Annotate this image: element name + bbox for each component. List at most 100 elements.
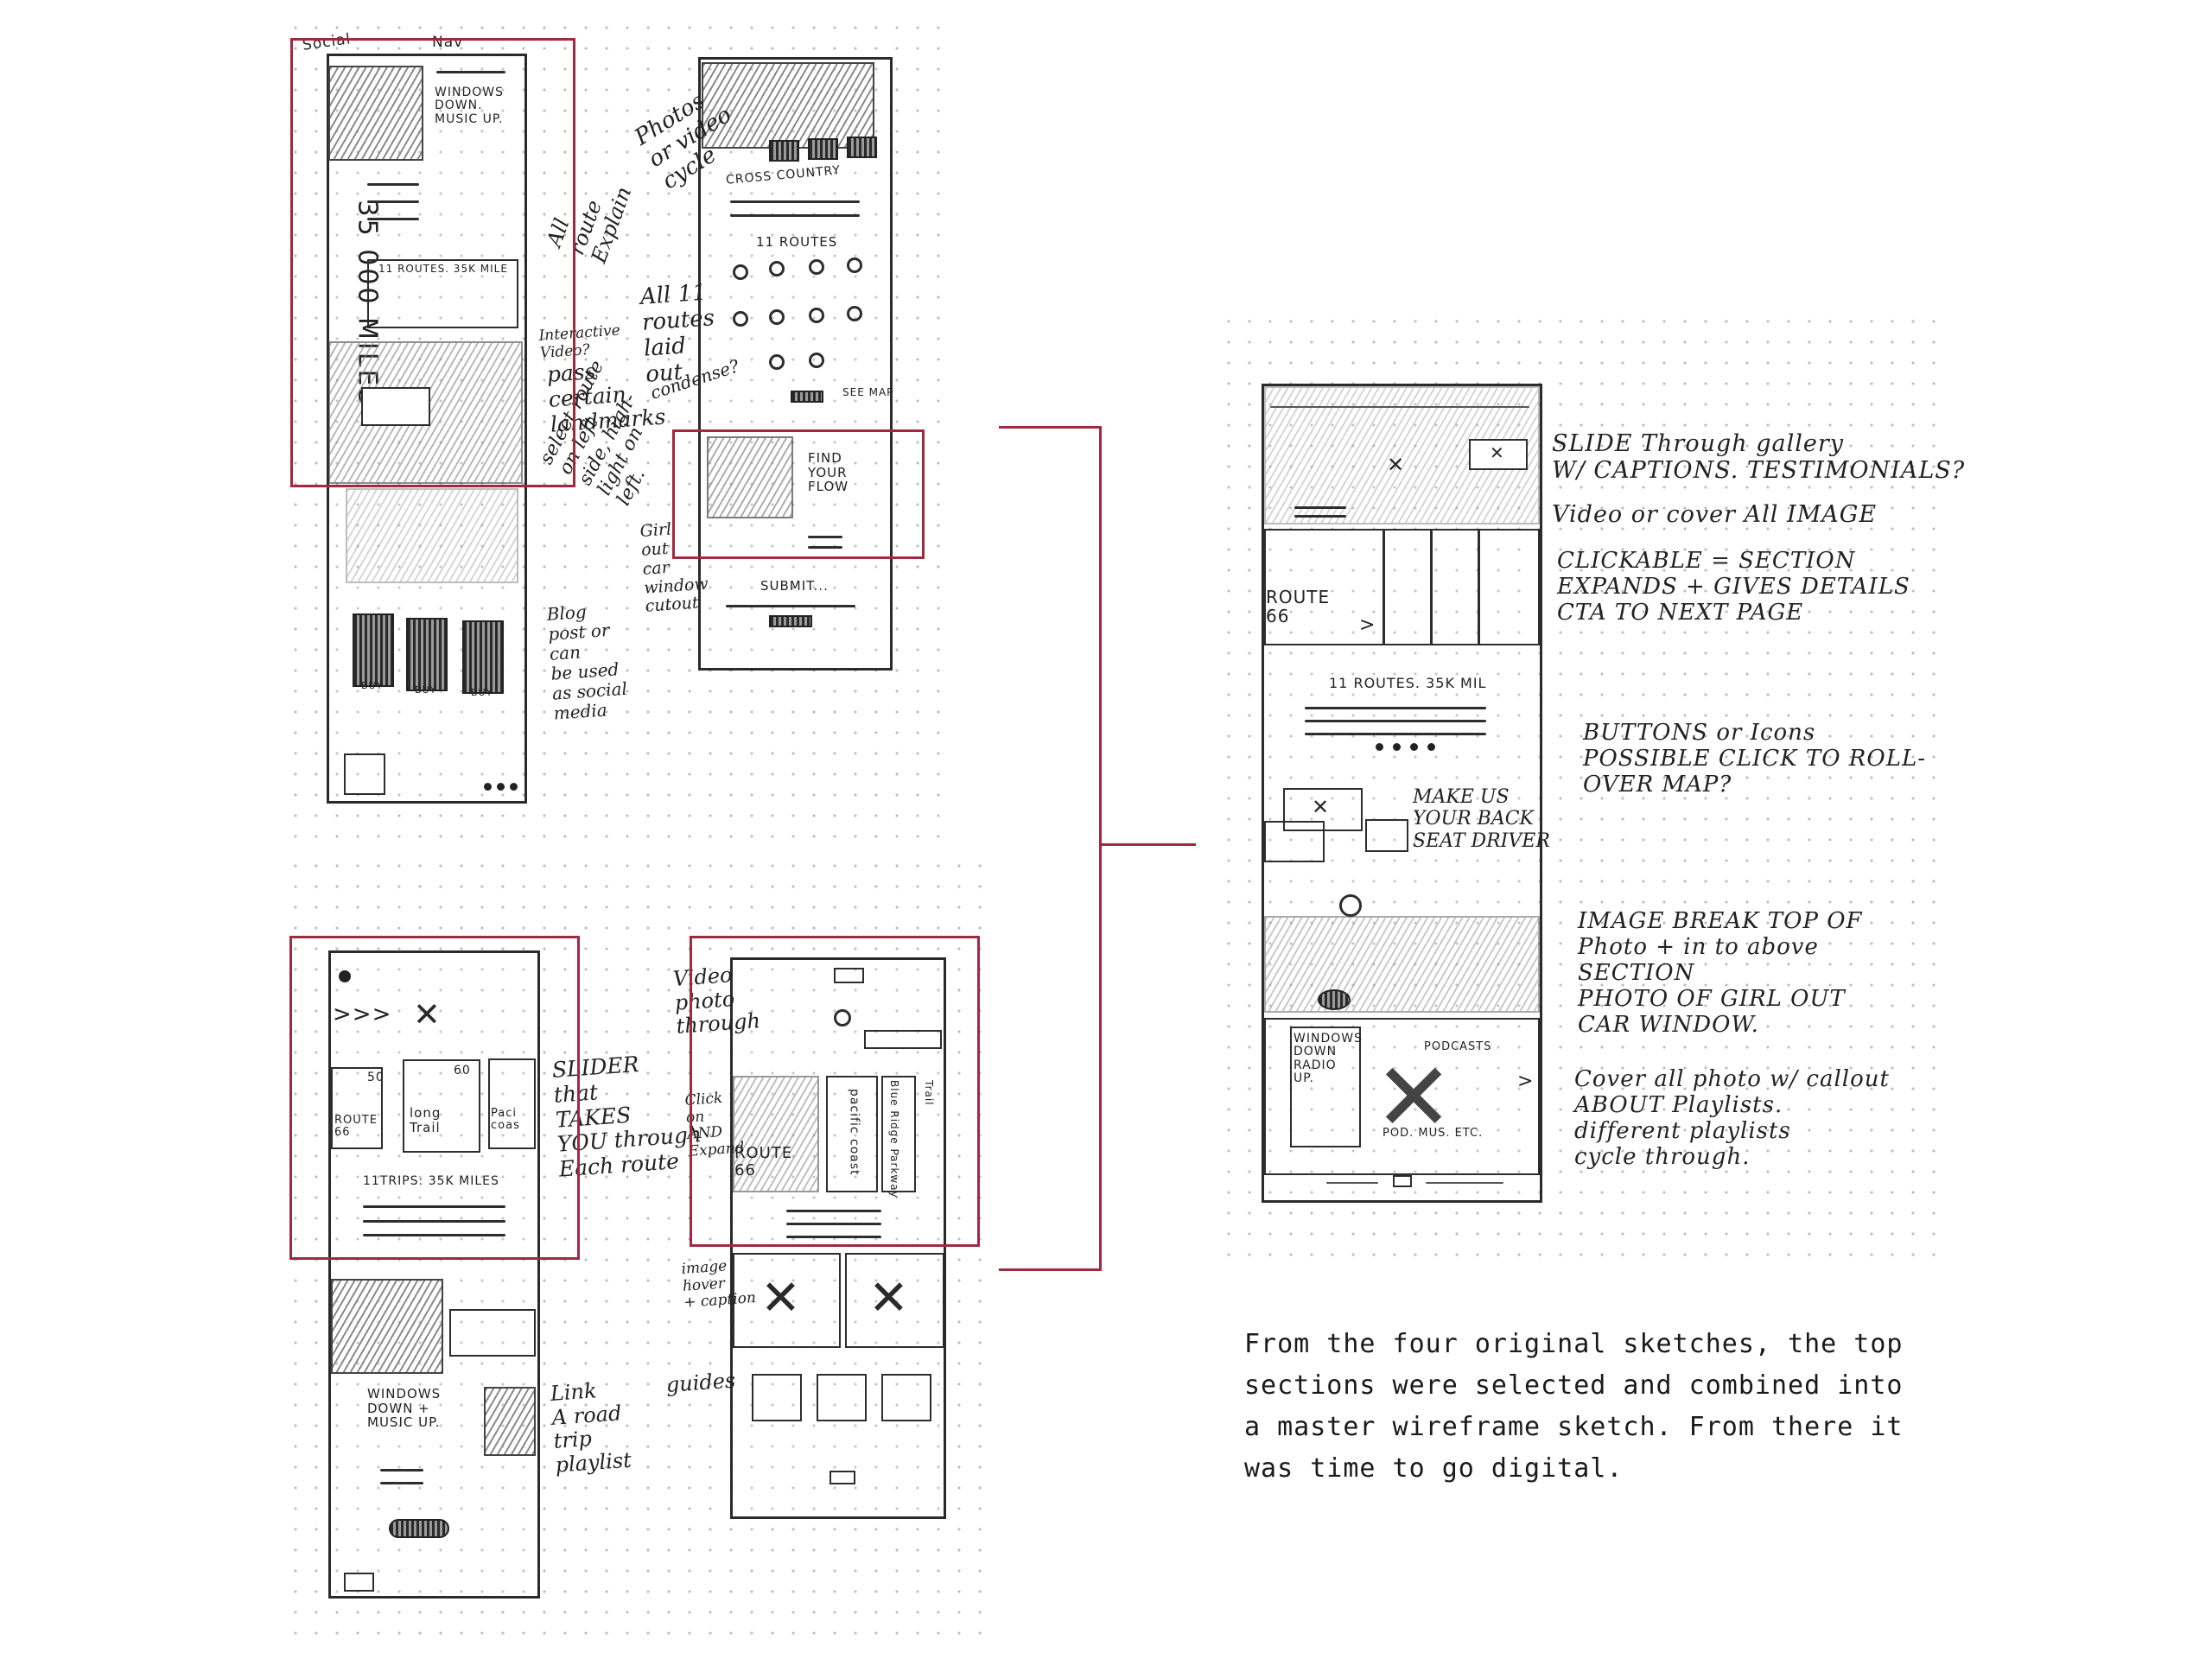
sketch-3-number: 60 [454,1064,471,1077]
master-route-dot [1376,743,1383,751]
sketch-1-footer-dot [510,783,518,791]
sketch-1-van [361,387,430,426]
master-text-line [1305,733,1486,735]
sketch-1-footer-box [344,753,385,795]
master-routes-section [1264,529,1540,645]
note-slide-gallery: SLIDE Through gallery W/ CAPTIONS. TESTI… [1552,430,1966,485]
sketch-3-car [389,1519,449,1538]
sketch-1-text-line [367,183,419,186]
sketch-4-play-icon [834,1009,851,1027]
sketch-1-buy-label: BUY [415,684,437,696]
sketch-3-slider-col [331,1067,383,1149]
sketch-3-col-label: long Trail [410,1105,442,1135]
sketch-3-number: 50 [367,1071,385,1084]
note-video-cover: Video or cover All IMAGE [1552,501,1878,528]
master-podcast-x: ✕ [1374,1042,1454,1153]
note-link-playlist: Link A road trip playlist [549,1378,632,1478]
master-footer-box [1393,1175,1412,1187]
sketch-2-gallery-thumb [808,138,838,160]
sketch-4-blue-panel [881,1076,916,1192]
sketch-3-windows: WINDOWS DOWN + MUSIC UP. [367,1386,442,1430]
sketch-2-text-line [730,214,860,217]
sketch-2-route-circle [769,261,785,276]
sketch-1-routes-box [367,259,518,328]
sketch-1-map-image [328,66,423,161]
sketch-4-route: ROUTE 66 [734,1144,793,1179]
sketch-4-x-icon: ✕ [760,1270,801,1326]
sketch-4-blue-ridge: Blue Ridge Parkway [888,1080,901,1198]
sketch-3-image [331,1279,443,1374]
sketch-1-blog-card [353,613,394,687]
sketch-2-route-circle [809,259,824,275]
sketch-2-gallery-thumb [769,140,799,162]
sketch-3-text-line [363,1234,505,1236]
sketch-2-find-flow: FIND YOUR FLOW [808,450,849,494]
selection-box-sketch-4 [690,936,980,1247]
sketch-1-buy-label: BUY [471,687,493,698]
sketch-1-text-line [367,200,419,203]
note-back-seat: MAKE US YOUR BACK SEAT DRIVER [1413,786,1550,852]
master-podcasts-label: PODCASTS [1424,1040,1492,1053]
sketch-3-trips: 11TRIPS: 35K MILES [363,1174,499,1188]
sketch-3-slider-col [403,1059,480,1153]
sketch-1-tagline: WINDOWS DOWN. MUSIC UP. [435,86,504,126]
sketch-4-text-line [786,1210,881,1212]
master-playlist-section [1264,1018,1540,1175]
sketch-3-text-line [363,1220,505,1223]
master-nav-line [1270,406,1529,408]
master-route-dot [1410,743,1418,751]
sketch-4-nav-button [834,968,864,983]
sketch-4-frame [730,957,946,1519]
master-windows-card [1290,1027,1361,1147]
connector-vertical [1099,426,1102,1271]
sketch-3-chevrons: >>> [333,1001,392,1027]
sketch-4-image [733,1253,841,1348]
sketch-2-route-circle [809,353,824,368]
note-guides: guides [664,1368,737,1397]
sketch-3-playlist-image [484,1387,536,1456]
sketch-1-nav-line [436,71,505,73]
sketch-2-text-line [726,605,855,607]
sketch-2-girl-image [707,436,793,518]
master-gallery-thumb [1469,439,1528,470]
master-route-dot [1393,743,1401,751]
master-playlist-arrow: > [1517,1071,1535,1092]
master-image-x: ✕ [1312,795,1330,819]
master-car-wheel [1318,989,1351,1010]
sketch-4-guide-card [881,1374,931,1421]
note-cover-playlists: Cover all photo w/ callout ABOUT Playlis… [1574,1066,1890,1170]
sketch-4-thumb [864,1030,942,1049]
sketch-2-submit: SUBMIT... [760,578,829,594]
sketch-2-mountain-image [702,62,874,149]
sketch-4-guide-card [817,1374,867,1421]
master-windows-label: WINDOWS DOWN RADIO UP. [1294,1032,1363,1086]
master-route-column-divider [1430,529,1433,645]
sketch-2-route-circle [809,308,824,323]
sketch-1-footer-dot [484,783,492,791]
sketch-4-trail: Trail [923,1080,936,1106]
paper-sheet-right [1218,311,1936,1270]
sketch-4-pacific-panel [826,1076,878,1192]
sketch-4-text-line [786,1236,881,1238]
sketch-2-route-circle [733,311,748,327]
sketch-3-col-label: Paci coas [491,1107,520,1133]
sketch-1-routes-label: 11 ROUTES. 35K MILE [378,263,508,275]
master-x-icon: ✕ [1387,453,1405,477]
master-gallery-x: ✕ [1490,442,1504,463]
note-image-hover: image hover + caption [680,1257,757,1312]
master-image-break [1264,916,1540,1013]
master-image-box [1365,819,1408,852]
master-image-box [1264,821,1325,862]
sketch-2-text-line [730,200,860,203]
master-frame [1262,384,1542,1203]
selection-box-sketch-3 [289,936,580,1260]
sketch-2-route-circle [847,306,862,321]
master-text-line [1305,720,1486,722]
sketch-1-buy-label: BUY [361,680,384,691]
connector-arm [1099,843,1196,846]
sketch-2-submit-button [769,615,812,627]
sketch-1-text-line [367,218,419,220]
connector-top [999,426,1101,429]
master-text-line [1294,515,1346,518]
sketch-3-image-box [449,1309,536,1357]
